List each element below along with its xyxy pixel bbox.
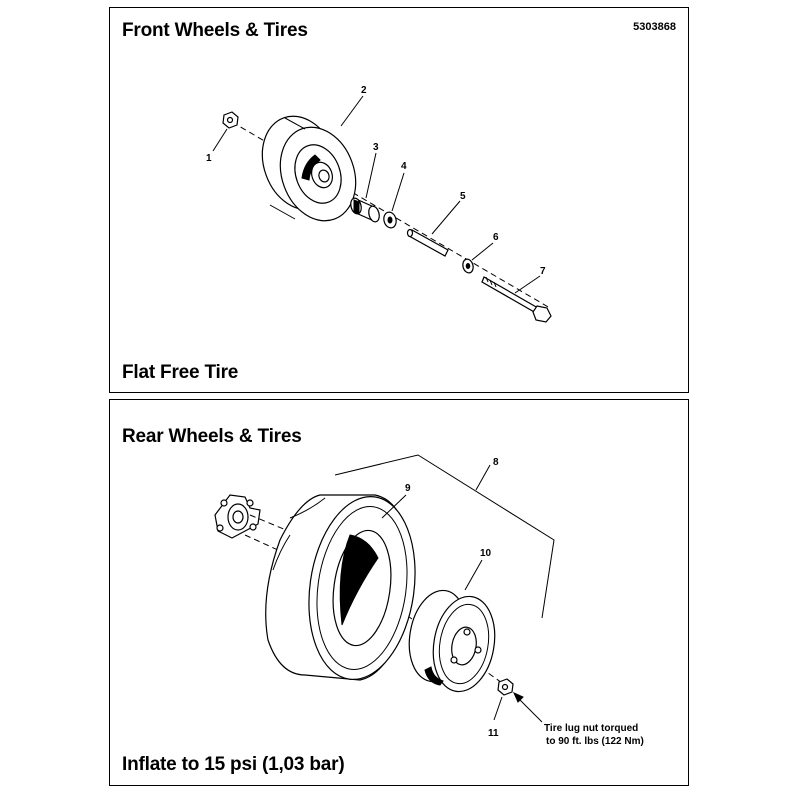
leader-3 — [365, 152, 377, 199]
front-spacer-part-5 — [406, 228, 449, 257]
leader-8 — [475, 464, 491, 491]
callout-3: 3 — [373, 142, 379, 153]
callout-6: 6 — [493, 232, 499, 243]
rear-wheels-panel: Rear Wheels & Tires — [109, 399, 689, 786]
leader-6 — [471, 242, 494, 261]
callout-8: 8 — [493, 457, 499, 468]
torque-note-arrowhead — [513, 692, 524, 703]
leader-4 — [391, 172, 405, 212]
torque-note-line-1: Tire lug nut torqued — [544, 723, 638, 734]
callout-2: 2 — [361, 85, 367, 96]
front-washer-part-4 — [383, 211, 397, 229]
callout-11: 11 — [488, 728, 499, 739]
callout-1: 1 — [206, 153, 212, 164]
torque-note-line-2: to 90 ft. lbs (122 Nm) — [546, 736, 644, 747]
part-code: 5303868 — [633, 21, 676, 33]
callout-4: 4 — [401, 161, 407, 172]
rear-wheel-exploded-diagram: 8 9 10 11 Tire lug nut torqued to 90 ft.… — [214, 454, 644, 747]
callout-9: 9 — [405, 483, 411, 494]
assembly-bracket-8 — [334, 454, 555, 619]
callout-7: 7 — [540, 266, 546, 277]
leader-5 — [431, 200, 461, 235]
front-bearing-part-3 — [350, 197, 380, 223]
callout-10: 10 — [480, 548, 492, 559]
rear-panel-title: Rear Wheels & Tires — [122, 426, 302, 447]
front-wheel-exploded-diagram: 1 2 3 4 5 6 7 — [206, 85, 552, 323]
front-panel-footer: Flat Free Tire — [122, 362, 239, 383]
leader-7 — [514, 275, 541, 294]
leader-10 — [464, 559, 483, 591]
rear-hub — [214, 494, 261, 539]
front-nut-part-1 — [222, 111, 239, 129]
rear-assembly-axis-lower — [244, 534, 279, 551]
leader-2 — [340, 95, 364, 127]
rear-lug-nut-part-11 — [497, 678, 514, 696]
rear-rim-part-10 — [408, 589, 496, 693]
leader-11 — [493, 696, 503, 721]
front-panel-title: Front Wheels & Tires — [122, 20, 308, 41]
rear-panel-footer: Inflate to 15 psi (1,03 bar) — [122, 754, 345, 775]
front-wheels-panel: Front Wheels & Tires 5303868 — [109, 7, 689, 393]
rear-tire-part-9 — [265, 494, 416, 681]
front-bolt-part-7 — [481, 276, 552, 323]
front-tire-part-2 — [261, 115, 357, 222]
front-washer-part-6 — [462, 258, 474, 274]
leader-1 — [212, 128, 228, 152]
leader-9 — [381, 494, 407, 519]
callout-5: 5 — [460, 191, 466, 202]
